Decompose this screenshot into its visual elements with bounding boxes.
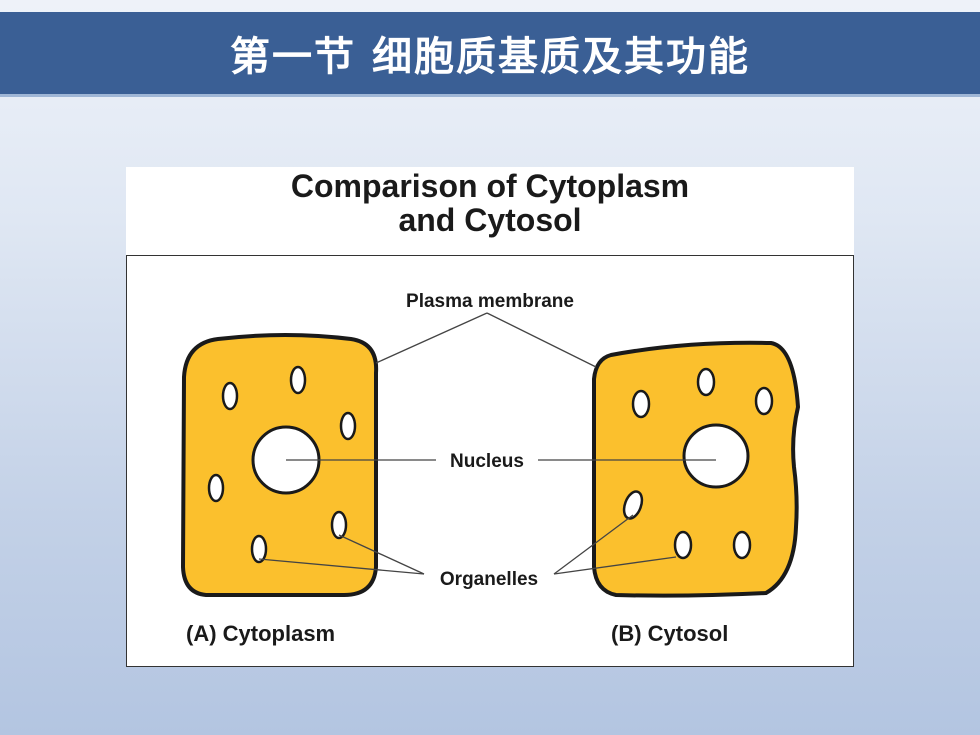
figure-heading: Comparison of Cytoplasm and Cytosol bbox=[126, 167, 854, 253]
cell-b-organelle bbox=[631, 389, 651, 419]
cell-b-organelle bbox=[673, 530, 693, 560]
cell-a-organelle bbox=[221, 381, 239, 411]
figure-panel-frame bbox=[126, 255, 854, 667]
cell-a-organelle bbox=[250, 534, 268, 564]
cell-b-organelle bbox=[754, 386, 774, 416]
title-bar: 第一节 细胞质基质及其功能 bbox=[0, 12, 980, 97]
cell-b-organelle bbox=[696, 367, 716, 397]
diagram-figure: Comparison of Cytoplasm and Cytosol bbox=[126, 167, 854, 667]
cell-a-organelle bbox=[207, 473, 225, 503]
cell-diagram: Plasma membrane Nucleus Organelles (A) C… bbox=[180, 291, 801, 646]
figure-heading-line2: and Cytosol bbox=[398, 202, 582, 238]
label-organelles: Organelles bbox=[440, 569, 538, 590]
figure-heading-line1: Comparison of Cytoplasm bbox=[290, 168, 690, 204]
cell-a-organelle bbox=[339, 411, 357, 441]
label-panel-a: (A) Cytoplasm bbox=[186, 621, 335, 646]
cell-a-organelle bbox=[330, 510, 348, 540]
cell-a-organelle bbox=[289, 365, 307, 395]
slide-title: 第一节 细胞质基质及其功能 bbox=[230, 34, 750, 80]
label-panel-b: (B) Cytosol bbox=[611, 621, 728, 646]
cell-b-nucleus bbox=[682, 423, 750, 489]
cell-b-organelle bbox=[732, 530, 752, 560]
leader-lines bbox=[258, 312, 716, 575]
label-nucleus: Nucleus bbox=[450, 451, 524, 472]
label-plasma-membrane: Plasma membrane bbox=[406, 291, 574, 312]
